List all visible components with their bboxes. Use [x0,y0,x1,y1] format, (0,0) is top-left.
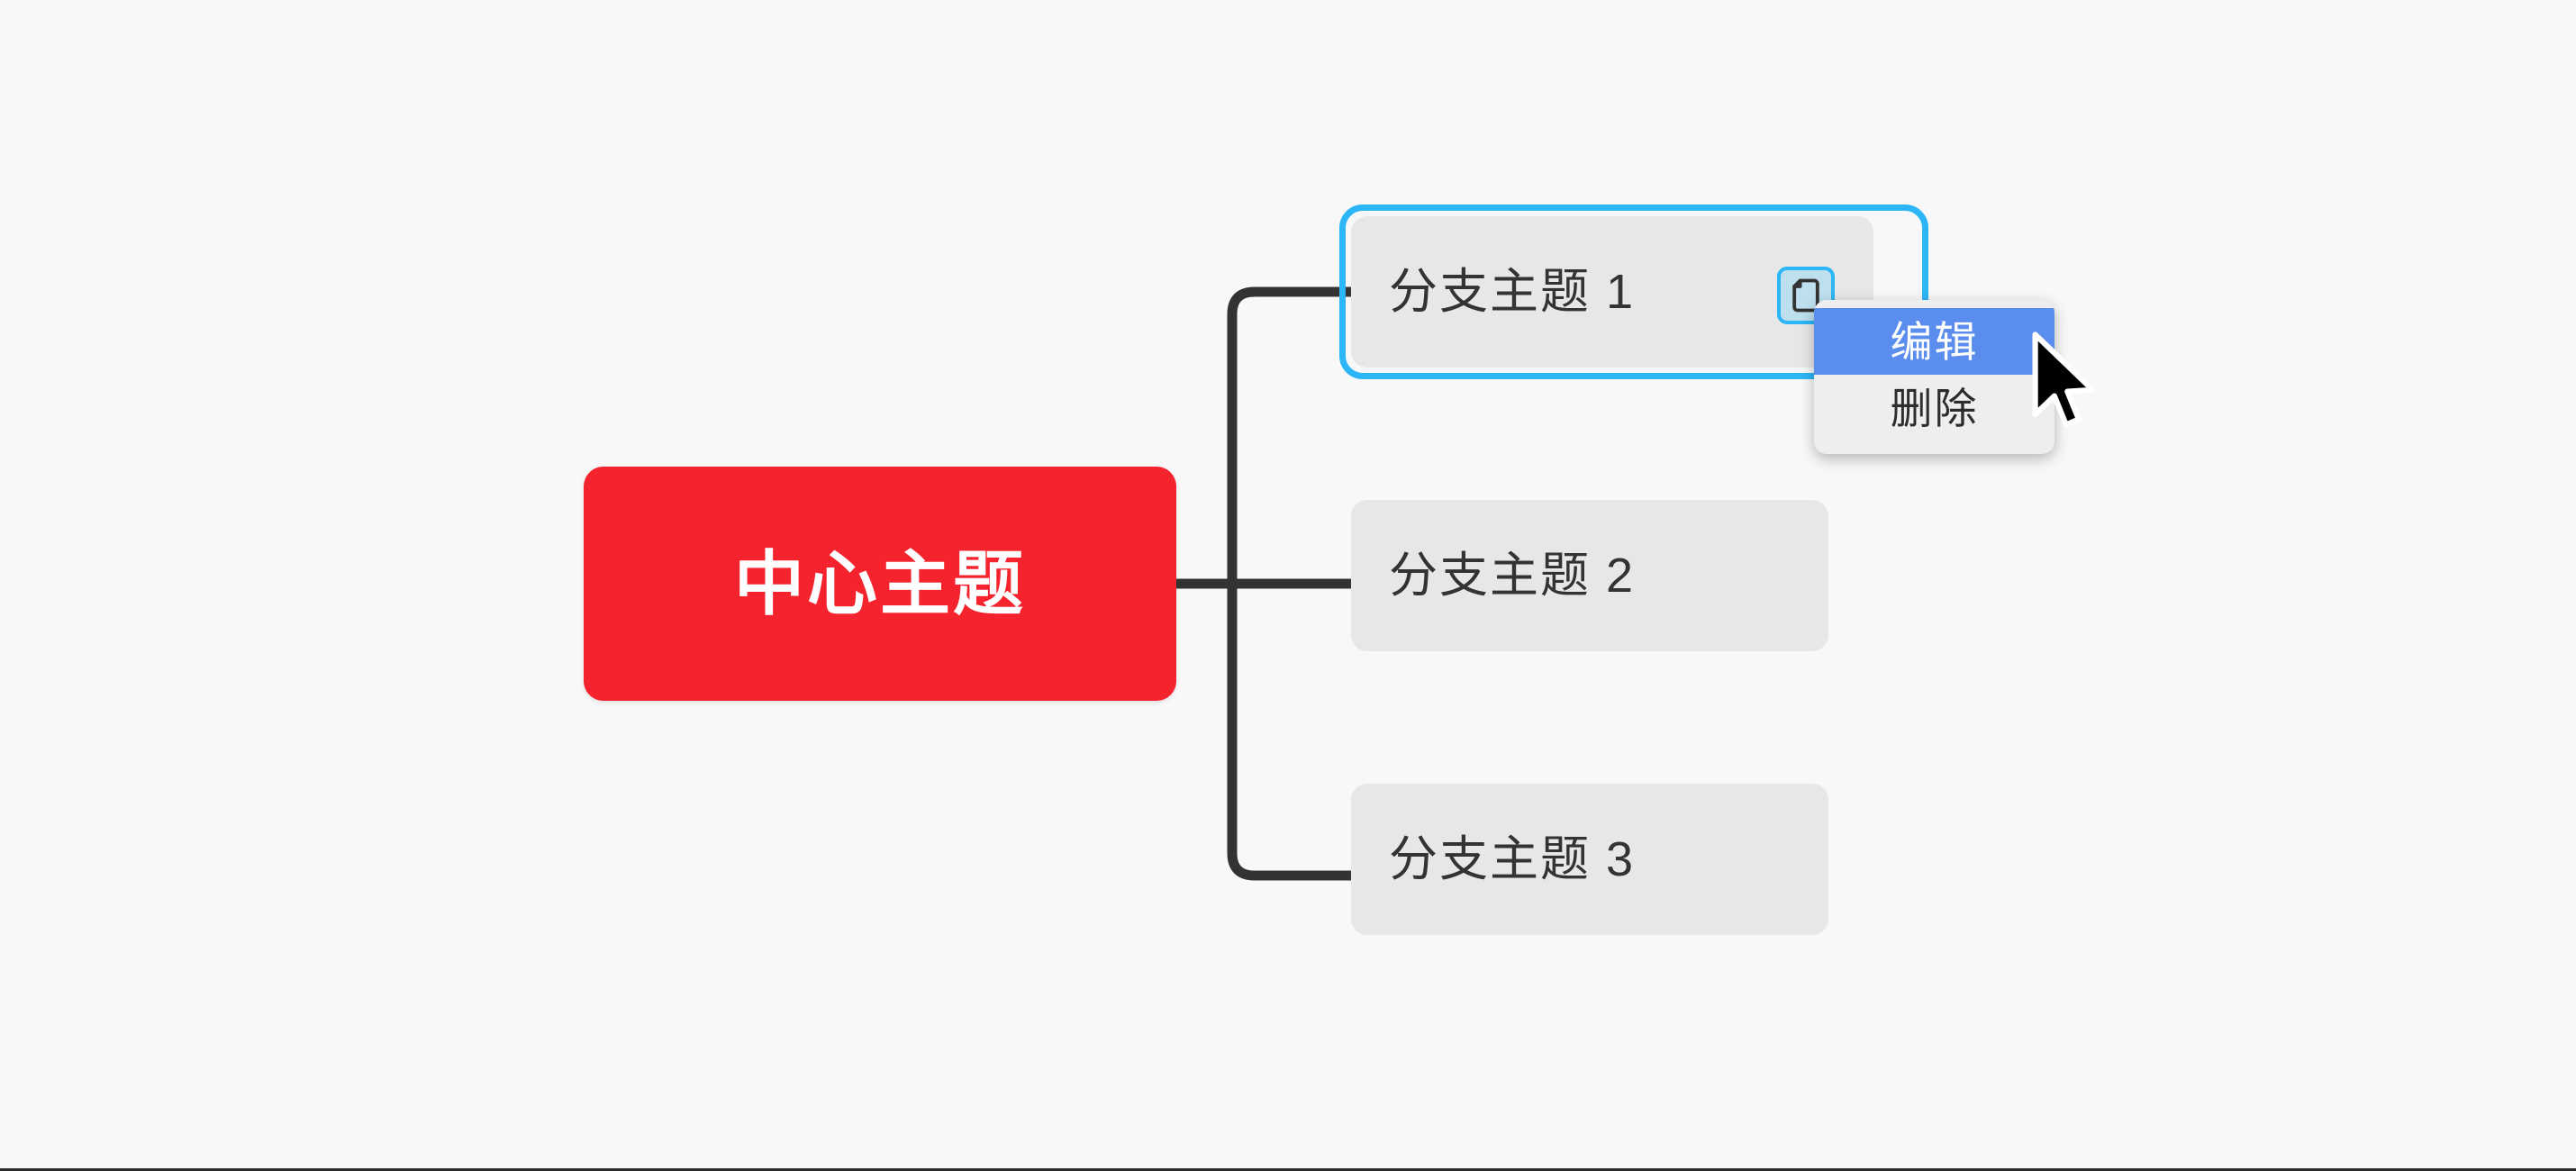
mindmap-node-branch-2[interactable]: 分支主题 2 [1351,500,1828,651]
connector-trunk [1227,286,1351,881]
branch-2-label: 分支主题 2 [1389,549,1636,603]
context-menu-item-edit[interactable]: 编辑 [1814,308,2054,375]
context-menu[interactable]: 编辑 删除 [1814,300,2054,454]
context-menu-item-edit-label: 编辑 [1890,317,1979,366]
mindmap-node-branch-3[interactable]: 分支主题 3 [1351,784,1828,935]
root-node-label: 中心主题 [733,544,1026,623]
node-selection-ring [1339,204,1928,379]
context-menu-item-delete-label: 删除 [1890,384,1979,432]
branch-1-label: 分支主题 1 [1389,265,1636,319]
branch-3-label: 分支主题 3 [1389,832,1636,886]
mindmap-node-root[interactable]: 中心主题 [584,467,1176,701]
context-menu-item-delete[interactable]: 删除 [1814,375,2054,441]
document-icon[interactable] [1777,267,1835,324]
